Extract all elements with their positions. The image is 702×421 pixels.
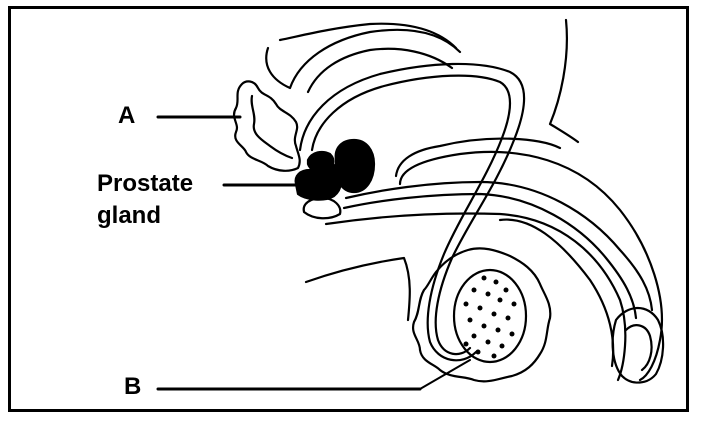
thigh-contour (306, 258, 410, 320)
urethra-upper (346, 182, 652, 310)
vas-deferens-outer (300, 64, 524, 354)
bladder-top-curve (280, 24, 456, 48)
glans-inner (626, 325, 652, 370)
penis-lower-outline (326, 213, 625, 380)
leader-line-b-diagonal (420, 360, 470, 389)
seminal-vesicle-inner (252, 96, 292, 158)
label-a: A (118, 100, 135, 132)
label-b: B (124, 371, 141, 403)
label-prostate-line1: Prostate (97, 168, 193, 200)
bulbourethral-gland (304, 198, 341, 218)
label-prostate-line2: gland (97, 200, 161, 232)
corpus-cavernosum (500, 220, 613, 366)
testis-dots (464, 276, 517, 359)
prostate-gland-lobe-mid (308, 152, 333, 173)
vas-deferens-inner (312, 76, 510, 361)
bladder-outline (266, 30, 460, 92)
testis-outline (454, 270, 526, 362)
abdomen-contour (550, 20, 578, 142)
